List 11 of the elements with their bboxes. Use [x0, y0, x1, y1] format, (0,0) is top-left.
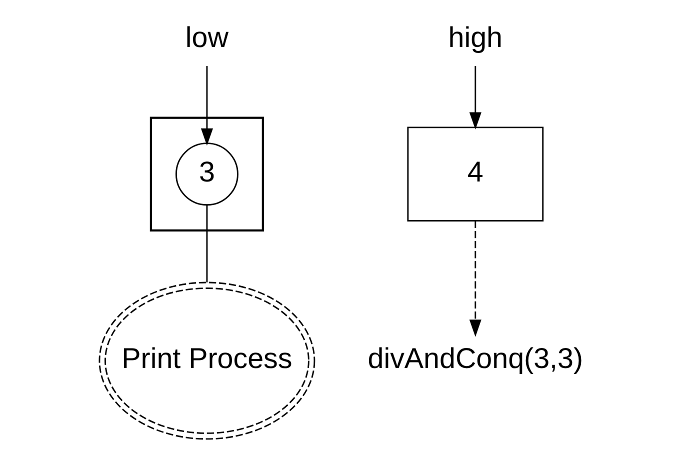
node-text: high — [448, 22, 502, 54]
arrow — [468, 66, 481, 130]
cluster — [149, 116, 264, 232]
node-circle: 3 — [174, 142, 238, 206]
arrow — [468, 220, 481, 337]
node-text: divAndConq(3,3) — [367, 342, 583, 375]
node-box: 4 — [406, 126, 544, 222]
node-text: low — [184, 22, 228, 54]
connector — [206, 204, 208, 282]
node-ellipse: Print Process — [98, 282, 315, 440]
arrow — [200, 66, 212, 146]
